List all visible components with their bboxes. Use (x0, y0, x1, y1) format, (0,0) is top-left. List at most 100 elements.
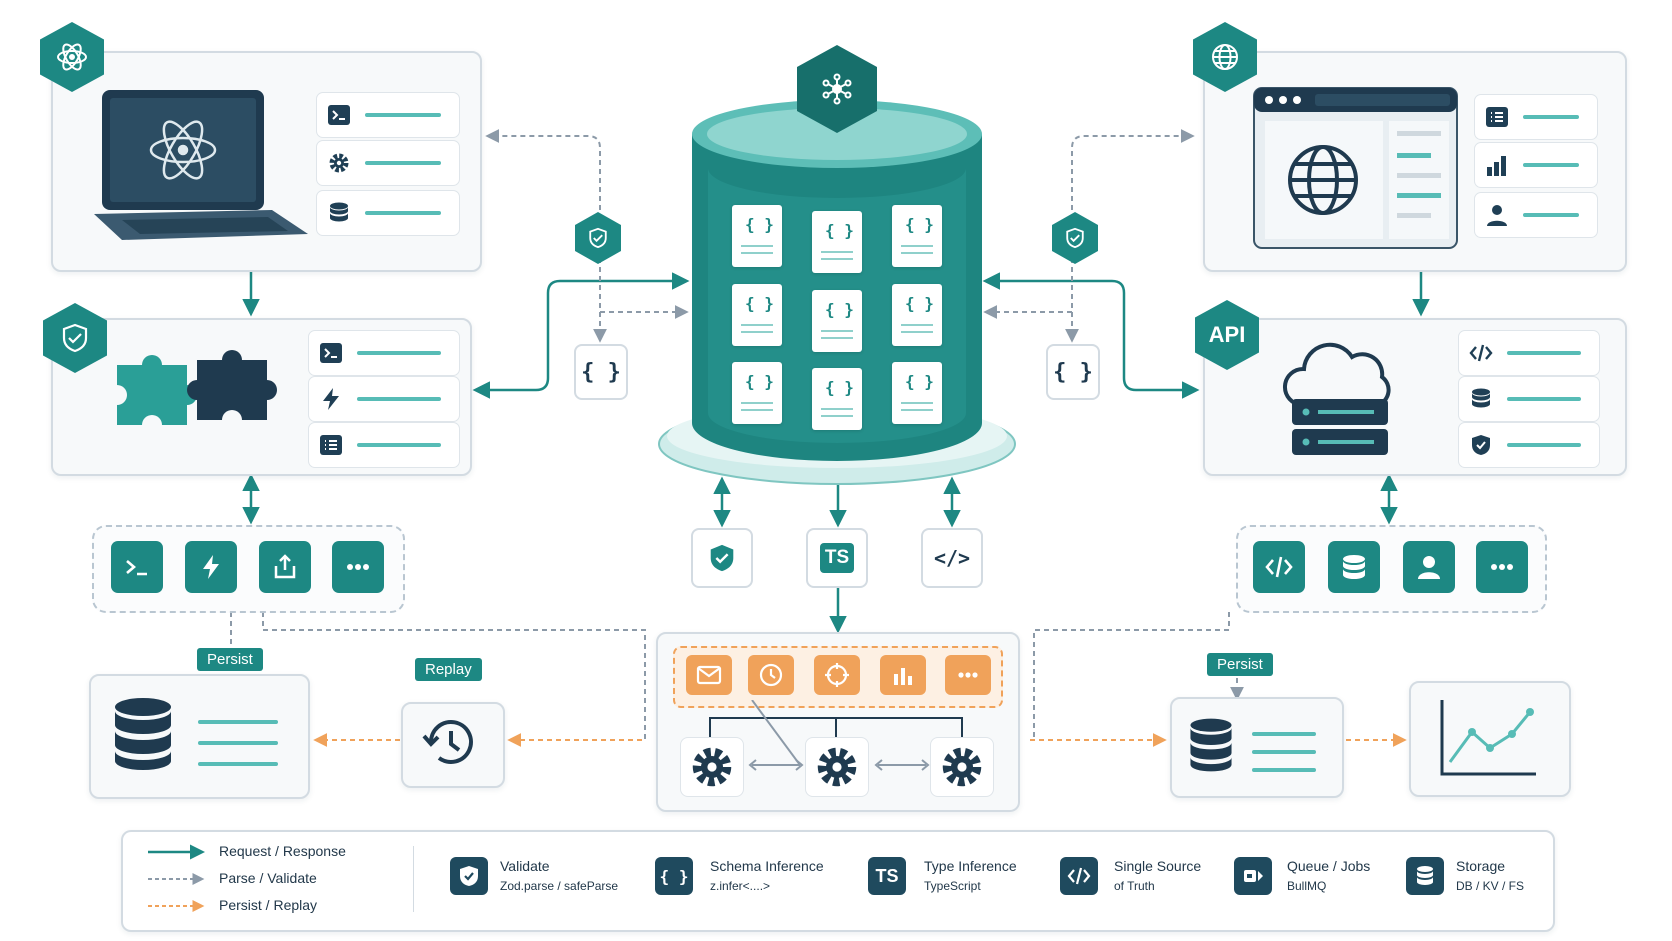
storage-line (198, 762, 278, 766)
typescript-box: TS (806, 528, 868, 588)
legend-item-sub: Zod.parse / safeParse (500, 879, 619, 893)
code-action-button[interactable] (1253, 541, 1305, 593)
mail-icon (696, 665, 722, 685)
ts-icon: TS (875, 865, 899, 886)
list-icon (1486, 107, 1508, 127)
legend-panel (121, 830, 1555, 932)
storage-line (198, 741, 278, 745)
shield-check-icon (1472, 435, 1490, 455)
lightning-icon (323, 388, 339, 410)
shield-check-icon (460, 866, 478, 886)
mail-job[interactable] (686, 655, 732, 695)
validate-shield-icon-left (575, 212, 621, 264)
persist-tag-right: Persist (1207, 653, 1273, 676)
settings-row[interactable] (316, 140, 460, 186)
ts-icon: TS (819, 543, 855, 573)
user-icon (1487, 205, 1507, 226)
database-icon (1343, 555, 1365, 579)
user-icon (1418, 556, 1440, 579)
sync-icon (825, 663, 849, 687)
bar-chart-icon (894, 668, 912, 685)
database-row[interactable] (1458, 376, 1600, 422)
database-icon (1472, 388, 1490, 408)
legend-queue-icon (1234, 857, 1272, 895)
schema-doc: { } (892, 284, 942, 346)
terminal-action-button[interactable] (111, 541, 163, 593)
terminal-row[interactable] (316, 92, 460, 138)
browser-window-illustration (1253, 87, 1458, 249)
schema-doc: { } (732, 205, 782, 267)
puzzle-pieces-icon (117, 350, 277, 425)
bar-chart-icon (1487, 156, 1506, 176)
list-row[interactable] (308, 422, 460, 468)
terminal-row[interactable] (308, 330, 460, 376)
schema-doc: { } (732, 284, 782, 346)
storage-line (1252, 732, 1316, 736)
database-action-button[interactable] (1328, 541, 1380, 593)
history-icon (422, 719, 473, 764)
more-action-button[interactable] (1476, 541, 1528, 593)
code-icon (1265, 556, 1293, 578)
lightning-icon (203, 555, 219, 579)
replay-tag: Replay (415, 658, 482, 681)
security-row[interactable] (1458, 422, 1600, 468)
legend-item-sub: BullMQ (1287, 879, 1327, 893)
legend-line-label: Parse / Validate (219, 870, 317, 886)
cloud-server-icon (1282, 342, 1391, 455)
laptop-illustration (94, 90, 308, 240)
schema-doc: { } (732, 362, 782, 424)
storage-line (198, 720, 278, 724)
list-row[interactable] (1474, 94, 1598, 140)
braces-box-right: { } (1046, 344, 1100, 400)
left-storage-panel (89, 674, 310, 799)
event-row[interactable] (308, 376, 460, 422)
database-row[interactable] (316, 190, 460, 236)
database-icon (1417, 866, 1433, 885)
analytics-row[interactable] (1474, 142, 1598, 188)
legend-item-title: Schema Inference (710, 858, 824, 874)
legend-item-title: Storage (1456, 858, 1506, 874)
share-action-button[interactable] (259, 541, 311, 593)
gear-icon (692, 747, 732, 787)
braces-icon: { } (659, 866, 689, 886)
code-icon (1067, 867, 1091, 885)
more-icon (958, 672, 978, 678)
code-box: </> (921, 528, 983, 588)
worker-1[interactable] (680, 737, 744, 797)
legend-item-title: Validate (500, 858, 550, 874)
terminal-icon (320, 343, 342, 363)
more-jobs[interactable] (945, 655, 991, 695)
legend-validate-icon (450, 857, 488, 895)
more-action-button[interactable] (332, 541, 384, 593)
lightning-action-button[interactable] (185, 541, 237, 593)
metrics-job[interactable] (880, 655, 926, 695)
user-action-button[interactable] (1403, 541, 1455, 593)
worker-links (709, 700, 963, 771)
schedule-job[interactable] (748, 655, 794, 695)
list-icon (320, 435, 342, 455)
braces-icon: { } (1053, 359, 1093, 385)
user-row[interactable] (1474, 192, 1598, 238)
schema-doc: { } (892, 362, 942, 424)
schema-doc: { } (812, 290, 862, 352)
clock-icon (759, 663, 783, 687)
storage-line (1252, 768, 1316, 772)
shield-check-icon (710, 544, 734, 572)
validate-box (691, 528, 753, 588)
line-chart-icon (1440, 700, 1536, 776)
database-icon (1190, 718, 1232, 772)
code-icon: </> (933, 546, 971, 570)
worker-2[interactable] (805, 737, 869, 797)
legend-divider (413, 846, 414, 912)
legend-item-sub: of Truth (1114, 879, 1155, 893)
code-row[interactable] (1458, 330, 1600, 376)
worker-3[interactable] (930, 737, 994, 797)
gear-icon (329, 153, 349, 173)
retry-job[interactable] (814, 655, 860, 695)
analytics-panel[interactable] (1409, 681, 1571, 797)
terminal-icon (126, 560, 147, 576)
gear-icon (942, 747, 982, 787)
terminal-icon (328, 105, 350, 125)
legend-storage-icon (1406, 857, 1444, 895)
